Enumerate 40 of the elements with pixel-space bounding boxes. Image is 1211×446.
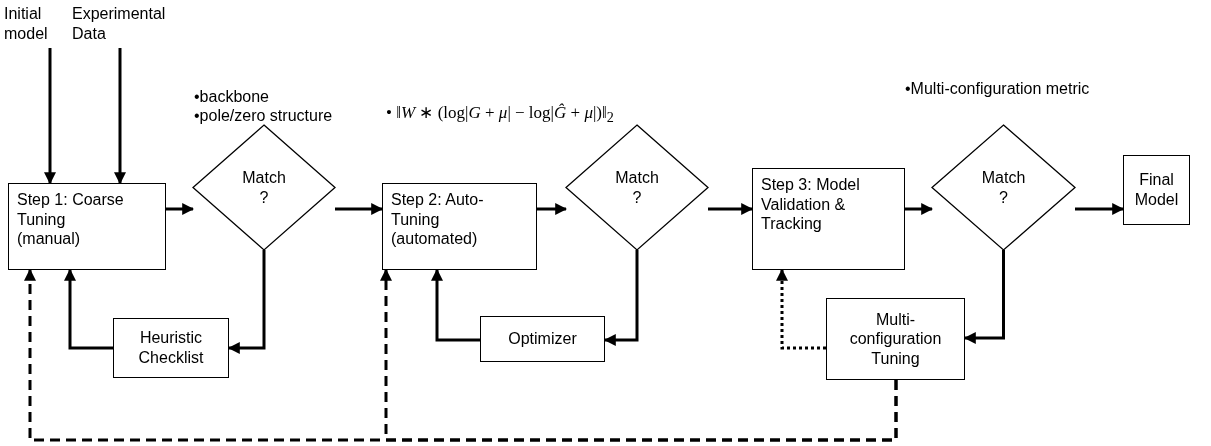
decision-text: Match ? xyxy=(980,168,1027,207)
process-box xyxy=(113,318,229,378)
arrow xyxy=(603,250,639,346)
box-text: Final Model xyxy=(1133,170,1180,210)
arrow xyxy=(905,203,934,215)
dashed-arrow xyxy=(776,268,826,350)
decision-diamond xyxy=(566,125,708,250)
arrow xyxy=(537,203,568,215)
arrow xyxy=(166,203,195,215)
box-text: Heuristic Checklist xyxy=(137,328,205,368)
process-box xyxy=(752,168,905,270)
decision-diamond xyxy=(932,125,1075,250)
arrow xyxy=(708,203,754,215)
arrow xyxy=(64,268,113,350)
decision-diamond xyxy=(193,125,335,250)
note-text: •backbone xyxy=(194,88,269,106)
arrow xyxy=(227,250,266,354)
process-box xyxy=(382,183,537,270)
arrow xyxy=(431,268,480,342)
box-text: Step 3: Model Validation & Tracking xyxy=(761,175,861,234)
arrow xyxy=(44,48,56,185)
box-text: Multi-configuration Tuning xyxy=(848,309,943,369)
arrow xyxy=(335,203,384,215)
process-box xyxy=(1123,155,1190,225)
box-text: Step 2: Auto-Tuning (automated) xyxy=(391,190,485,249)
formula: • ‖W ∗ (log|G + μ| − log|Ĝ + μ|)‖$_{2}$ xyxy=(386,102,614,127)
decision-text: Match ? xyxy=(614,168,660,207)
note-text: •Multi-configuration metric xyxy=(905,80,1090,98)
arrow xyxy=(1075,203,1125,215)
process-box xyxy=(480,316,605,362)
decision-text: Match ? xyxy=(241,168,287,207)
dashed-arrow xyxy=(24,268,898,442)
box-text: Optimizer xyxy=(508,329,577,349)
input-text: Experimental Data xyxy=(72,4,167,44)
process-box xyxy=(826,298,965,380)
arrow xyxy=(114,48,126,185)
input-text: Initial model xyxy=(4,4,49,44)
arrow xyxy=(963,250,1005,344)
process-box xyxy=(8,183,166,270)
box-text: Step 1: Coarse Tuning (manual) xyxy=(17,190,125,249)
